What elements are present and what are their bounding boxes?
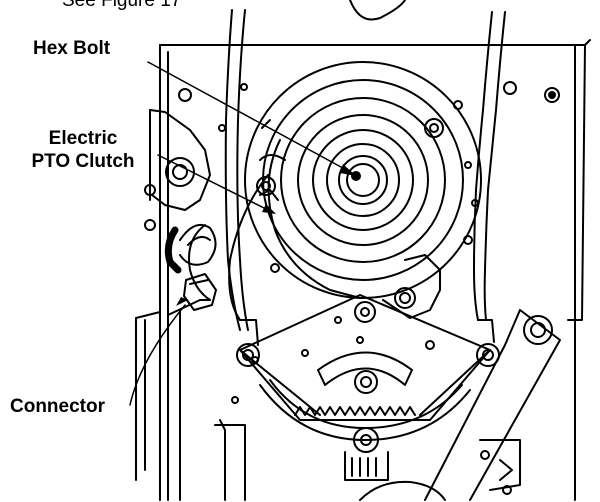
mount-plate	[236, 294, 500, 421]
label-connector: Connector	[10, 396, 105, 417]
idler-arm	[359, 309, 561, 501]
label-hex-bolt: Hex Bolt	[33, 38, 111, 59]
caption-top: See Figure 17	[62, 0, 182, 11]
label-pto-line1: Electric	[48, 128, 118, 149]
label-pto-line2: PTO Clutch	[31, 151, 135, 172]
chassis-frame	[135, 0, 591, 501]
left-bracket	[144, 109, 211, 231]
leader-lines	[129, 61, 353, 406]
connector-plug	[164, 224, 217, 311]
wire-harness	[188, 9, 506, 331]
gear-sector	[259, 379, 471, 481]
pto-clutch	[244, 61, 482, 323]
leader-arrows	[176, 164, 356, 306]
